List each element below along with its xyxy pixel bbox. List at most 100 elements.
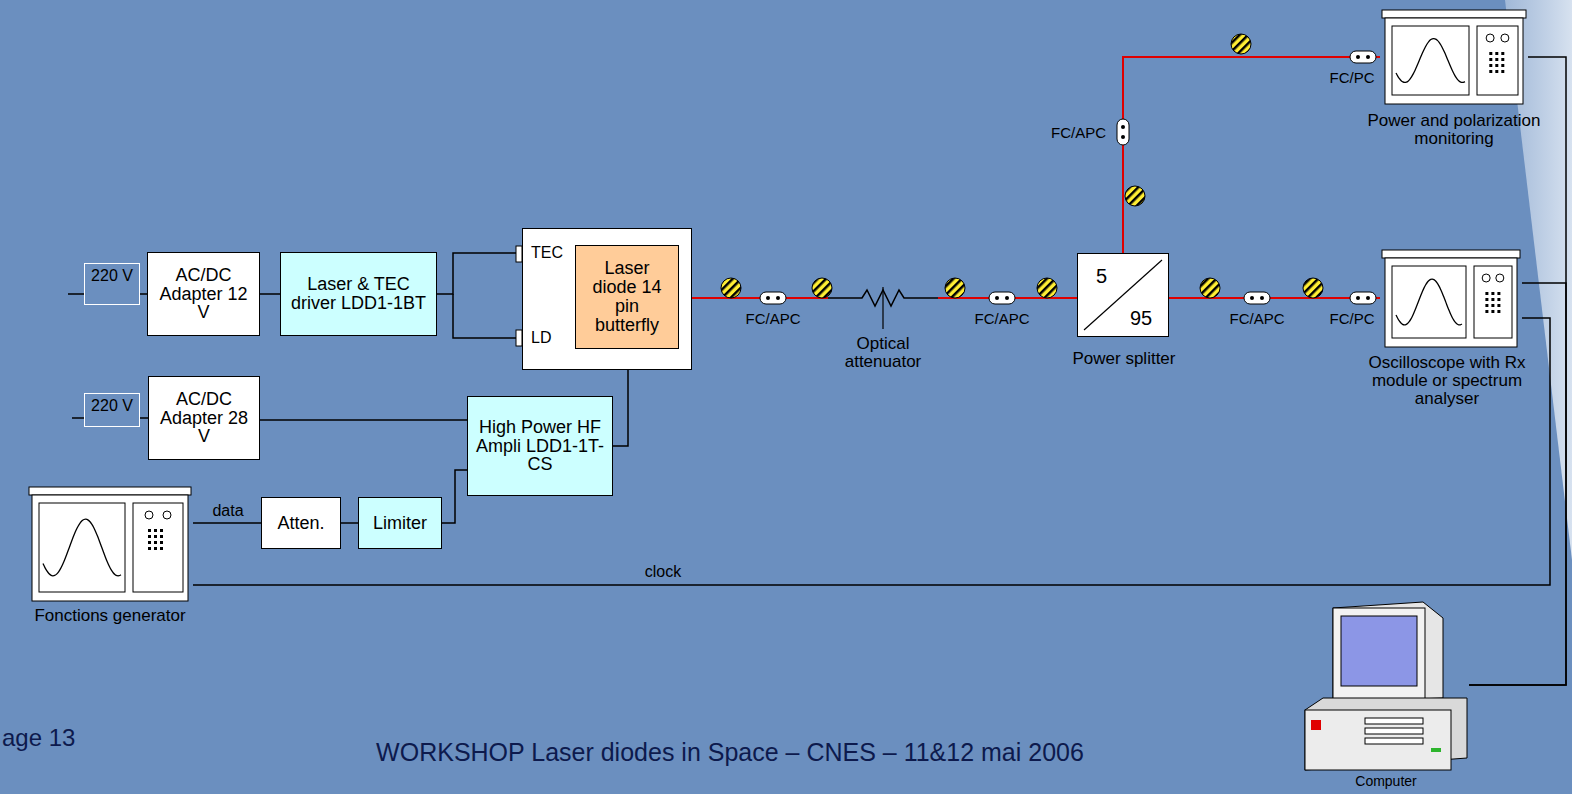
node-label: Limiter (373, 514, 427, 533)
key (1485, 304, 1488, 307)
key (1497, 310, 1500, 313)
connector-dot (766, 296, 770, 300)
instrument-panel (133, 503, 183, 592)
fiber-connector (1350, 51, 1376, 63)
adjust-line (882, 287, 883, 329)
laser-diode: Laser diode 14 pin butterfly (575, 245, 679, 349)
edge-label: FC/APC (1229, 310, 1284, 327)
connector-dot (1250, 296, 1254, 300)
instrument-top (1382, 250, 1520, 258)
connector-dot (995, 296, 999, 300)
connector-dot (1366, 55, 1370, 59)
node-label: Optical attenuator (818, 335, 948, 371)
key (148, 529, 151, 532)
key (160, 541, 163, 544)
key (148, 547, 151, 550)
node-label: Laser & TEC driver LDD1-1BT (287, 275, 430, 313)
edge-label: data (212, 502, 243, 520)
connector-body (989, 292, 1015, 304)
key (1489, 64, 1492, 67)
connector-dot (1366, 296, 1370, 300)
fiber-ferrule (1125, 186, 1145, 206)
knob (1496, 274, 1504, 282)
wire (341, 522, 358, 524)
key (1491, 292, 1494, 295)
power-splitter: 595Power splitter (1077, 253, 1169, 337)
drive-bay (1365, 738, 1423, 744)
key (1489, 70, 1492, 73)
key (154, 529, 157, 532)
wire (260, 419, 467, 421)
footer-text: WORKSHOP Laser diodes in Space – CNES – … (376, 738, 1084, 767)
key (1501, 64, 1504, 67)
connector-dot (1121, 125, 1125, 129)
optical-fiber (1123, 57, 1380, 253)
wire (442, 470, 467, 523)
monitor-front (1333, 608, 1425, 702)
instrument-top (1382, 10, 1526, 18)
connector-label: FC/PC (1330, 69, 1375, 86)
wire (140, 417, 148, 419)
mains-source: 220 V (84, 393, 140, 427)
laser-housing: TECLDLaser diode 14 pin butterfly (522, 228, 692, 370)
fiber-ferrule (721, 278, 741, 298)
node-label: 5 (1096, 266, 1107, 287)
waveform (43, 519, 121, 576)
connector-label: FC/PC (1330, 310, 1375, 327)
key (154, 547, 157, 550)
system-unit (1305, 698, 1467, 770)
symbol (27, 487, 193, 602)
mains-source: 220 V (84, 263, 140, 305)
node-label: Power splitter (1062, 350, 1186, 368)
drive-bay (1365, 718, 1423, 724)
key (160, 547, 163, 550)
monitor-screen (1341, 616, 1417, 686)
limiter-box: Limiter (358, 497, 442, 549)
computer: Computer (1303, 598, 1469, 792)
fiber-ferrule (812, 278, 832, 298)
fiber-ferrule (1303, 278, 1323, 298)
mains-wire (68, 293, 84, 295)
edge-label: FC/APC (745, 310, 800, 327)
waveform (1396, 279, 1462, 325)
fiber-connector (1117, 119, 1129, 145)
mains-wire (72, 417, 84, 419)
connector-dot (1356, 296, 1360, 300)
key (1501, 52, 1504, 55)
node-label: Power and polarization monitoring (1330, 112, 1572, 148)
key (1497, 304, 1500, 307)
node-label: High Power HF Ampli LDD1-1T-CS (474, 418, 606, 475)
driver-box: Laser & TEC driver LDD1-1BT (280, 252, 437, 336)
key (160, 535, 163, 538)
power-adapter: AC/DC Adapter 28 V (148, 376, 260, 460)
fiber-ferrule (945, 278, 965, 298)
key (1495, 70, 1498, 73)
key (1489, 58, 1492, 61)
key (1491, 298, 1494, 301)
connector-dot (1121, 135, 1125, 139)
key (1497, 292, 1500, 295)
connector-body (1244, 292, 1270, 304)
knob (1486, 34, 1494, 42)
fiber-connector (989, 292, 1015, 304)
instrument: Power and polarization monitoring (1380, 10, 1528, 105)
instrument-panel (1477, 26, 1518, 95)
connector-dot (1260, 296, 1264, 300)
monitor-case (1333, 602, 1443, 702)
unit-front (1305, 710, 1451, 770)
power-adapter: AC/DC Adapter 12 V (147, 252, 260, 336)
node-label: Fonctions generator (7, 607, 213, 625)
connector-body (1350, 51, 1376, 63)
drive-bay (1365, 728, 1423, 734)
optical-attenuator: Optical attenuator (828, 283, 938, 378)
key (1491, 304, 1494, 307)
connector-dot (776, 296, 780, 300)
fiber-connector (1350, 292, 1376, 304)
edge-label: FC/APC (974, 310, 1029, 327)
instrument-top (29, 487, 191, 495)
key (154, 541, 157, 544)
symbol (1380, 10, 1528, 105)
key (148, 541, 151, 544)
